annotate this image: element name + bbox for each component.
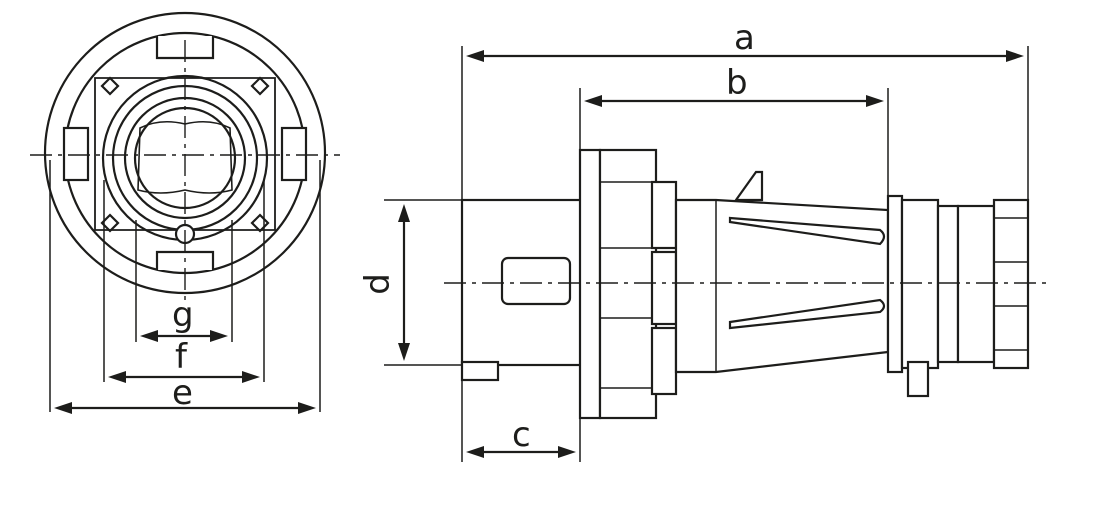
dimension-g: g (140, 295, 228, 342)
dimension-e: e (54, 373, 316, 414)
label-c: c (512, 415, 531, 455)
label-b: b (726, 63, 748, 103)
label-a: a (734, 18, 755, 58)
label-f: f (175, 337, 188, 377)
dimension-d: d (358, 204, 410, 361)
front-view (30, 11, 340, 412)
dimension-c: c (466, 415, 576, 458)
label-g: g (172, 295, 194, 335)
label-d: d (358, 273, 398, 295)
dimension-a: a (466, 18, 1024, 62)
dimension-f: f (108, 337, 260, 383)
side-view (384, 46, 1052, 462)
label-e: e (172, 373, 193, 413)
dimension-b: b (584, 63, 884, 107)
